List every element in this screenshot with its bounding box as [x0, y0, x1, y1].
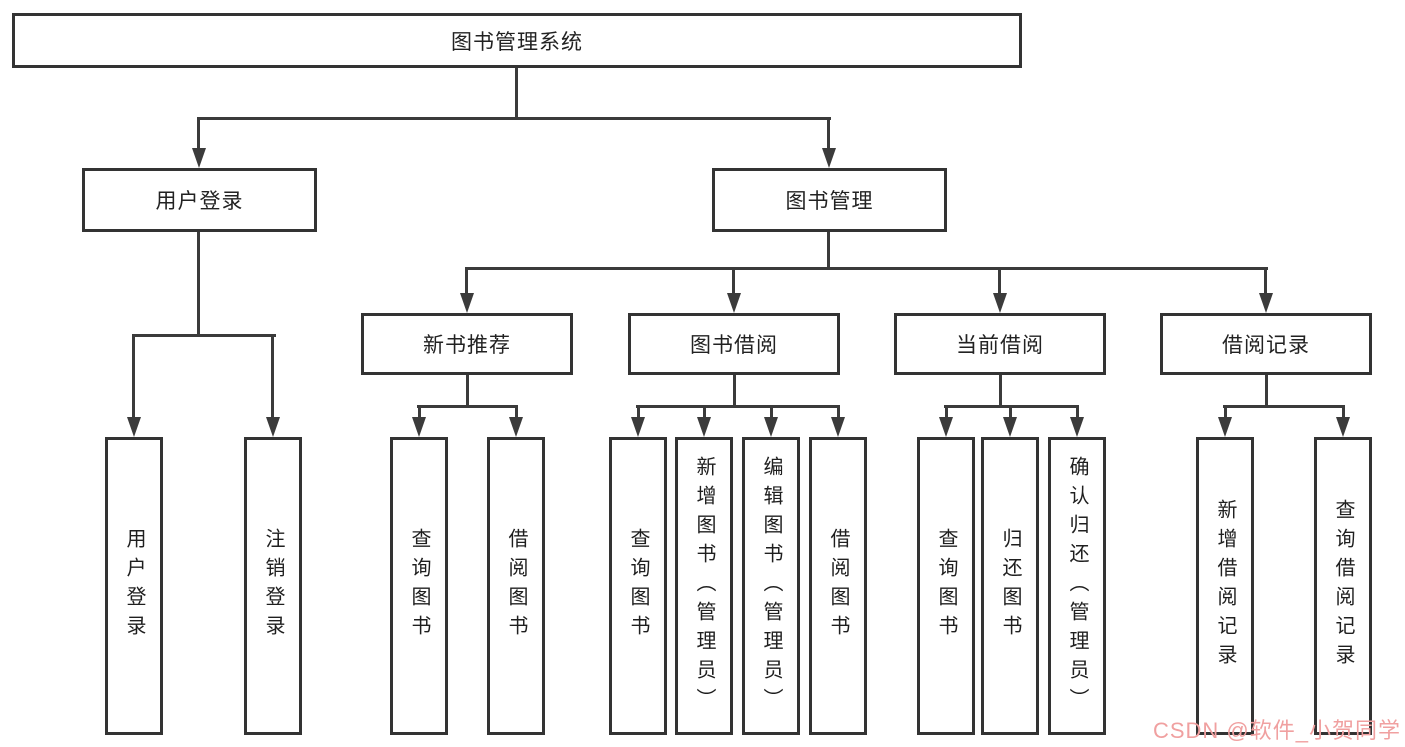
leaf-edit-book-admin: 编辑图书（管理员） — [742, 437, 800, 735]
node-book-management-label: 图书管理 — [785, 190, 874, 213]
arrow-down-icon — [822, 148, 836, 168]
arrow-down-icon — [697, 417, 711, 437]
arrow-down-icon — [1336, 417, 1350, 437]
arrow-down-icon — [1218, 417, 1232, 437]
node-user-login: 用户登录 — [82, 168, 317, 232]
connector-line — [827, 117, 830, 150]
leaf-add-book-admin: 新增图书（管理员） — [675, 437, 733, 735]
leaf-query-borrow-record: 查询借阅记录 — [1314, 437, 1372, 735]
connector-line — [132, 334, 135, 420]
connector-line — [197, 117, 200, 150]
arrow-down-icon — [993, 293, 1007, 313]
connector-line — [945, 405, 948, 421]
connector-line — [417, 405, 518, 408]
arrow-down-icon — [1070, 417, 1084, 437]
node-new-book-recommend: 新书推荐 — [361, 313, 573, 375]
leaf-query-book-1-label: 查询图书 — [408, 528, 430, 644]
arrow-down-icon — [764, 417, 778, 437]
connector-line — [703, 405, 706, 421]
leaf-logout-label: 注销登录 — [262, 528, 284, 644]
connector-line — [999, 375, 1002, 408]
connector-line — [837, 405, 840, 421]
node-book-management: 图书管理 — [712, 168, 947, 232]
arrow-down-icon — [831, 417, 845, 437]
connector-line — [271, 334, 274, 420]
connector-line — [1223, 405, 1345, 408]
leaf-query-book-3-label: 查询图书 — [935, 528, 957, 644]
connector-line — [1342, 405, 1345, 421]
arrow-down-icon — [192, 148, 206, 168]
connector-line — [515, 68, 518, 118]
connector-line — [1076, 405, 1079, 421]
arrow-down-icon — [939, 417, 953, 437]
leaf-return-book: 归还图书 — [981, 437, 1039, 735]
connector-line — [1009, 405, 1012, 421]
connector-line — [465, 267, 468, 295]
arrow-down-icon — [1259, 293, 1273, 313]
connector-line — [1224, 405, 1227, 421]
leaf-edit-book-admin-label: 编辑图书（管理员） — [760, 455, 782, 717]
node-new-book-recommend-label: 新书推荐 — [423, 334, 511, 357]
connector-line — [637, 405, 640, 421]
leaf-borrow-book-1-label: 借阅图书 — [505, 528, 527, 644]
leaf-query-book-2: 查询图书 — [609, 437, 667, 735]
leaf-borrow-book-2: 借阅图书 — [809, 437, 867, 735]
arrow-down-icon — [127, 417, 141, 437]
leaf-add-borrow-record-label: 新增借阅记录 — [1214, 499, 1236, 673]
arrow-down-icon — [1003, 417, 1017, 437]
connector-line — [827, 232, 830, 270]
leaf-confirm-return-admin: 确认归还（管理员） — [1048, 437, 1106, 735]
arrow-down-icon — [727, 293, 741, 313]
node-book-borrow-label: 图书借阅 — [690, 334, 778, 357]
connector-line — [197, 232, 200, 335]
connector-line — [465, 267, 1268, 270]
leaf-logout: 注销登录 — [244, 437, 302, 735]
leaf-query-book-2-label: 查询图书 — [627, 528, 649, 644]
connector-line — [770, 405, 773, 421]
connector-line — [197, 117, 831, 120]
node-current-borrow-label: 当前借阅 — [956, 334, 1044, 357]
connector-line — [998, 267, 1001, 295]
connector-line — [732, 267, 735, 295]
connector-line — [733, 375, 736, 408]
connector-line — [1264, 267, 1267, 295]
arrow-down-icon — [460, 293, 474, 313]
arrow-down-icon — [631, 417, 645, 437]
leaf-confirm-return-admin-label: 确认归还（管理员） — [1066, 455, 1088, 717]
leaf-query-book-1: 查询图书 — [390, 437, 448, 735]
connector-line — [515, 405, 518, 421]
node-root-label: 图书管理系统 — [451, 30, 583, 54]
node-borrow-records: 借阅记录 — [1160, 313, 1372, 375]
connector-line — [636, 405, 840, 408]
leaf-user-login: 用户登录 — [105, 437, 163, 735]
connector-line — [1265, 375, 1268, 408]
node-book-borrow: 图书借阅 — [628, 313, 840, 375]
leaf-query-book-3: 查询图书 — [917, 437, 975, 735]
node-current-borrow: 当前借阅 — [894, 313, 1106, 375]
leaf-user-login-label: 用户登录 — [123, 528, 145, 644]
node-borrow-records-label: 借阅记录 — [1222, 334, 1310, 357]
watermark: CSDN @软件_小贺同学 — [1152, 718, 1401, 743]
leaf-return-book-label: 归还图书 — [999, 528, 1021, 644]
connector-line — [418, 405, 421, 421]
connector-line — [466, 375, 469, 408]
arrow-down-icon — [266, 417, 280, 437]
leaf-add-borrow-record: 新增借阅记录 — [1196, 437, 1254, 735]
leaf-add-book-admin-label: 新增图书（管理员） — [693, 455, 715, 717]
arrow-down-icon — [412, 417, 426, 437]
node-root-system: 图书管理系统 — [12, 13, 1022, 68]
node-user-login-label: 用户登录 — [155, 190, 244, 213]
leaf-borrow-book-2-label: 借阅图书 — [827, 528, 849, 644]
leaf-borrow-book-1: 借阅图书 — [487, 437, 545, 735]
arrow-down-icon — [509, 417, 523, 437]
connector-line — [132, 334, 276, 337]
leaf-query-borrow-record-label: 查询借阅记录 — [1332, 499, 1354, 673]
